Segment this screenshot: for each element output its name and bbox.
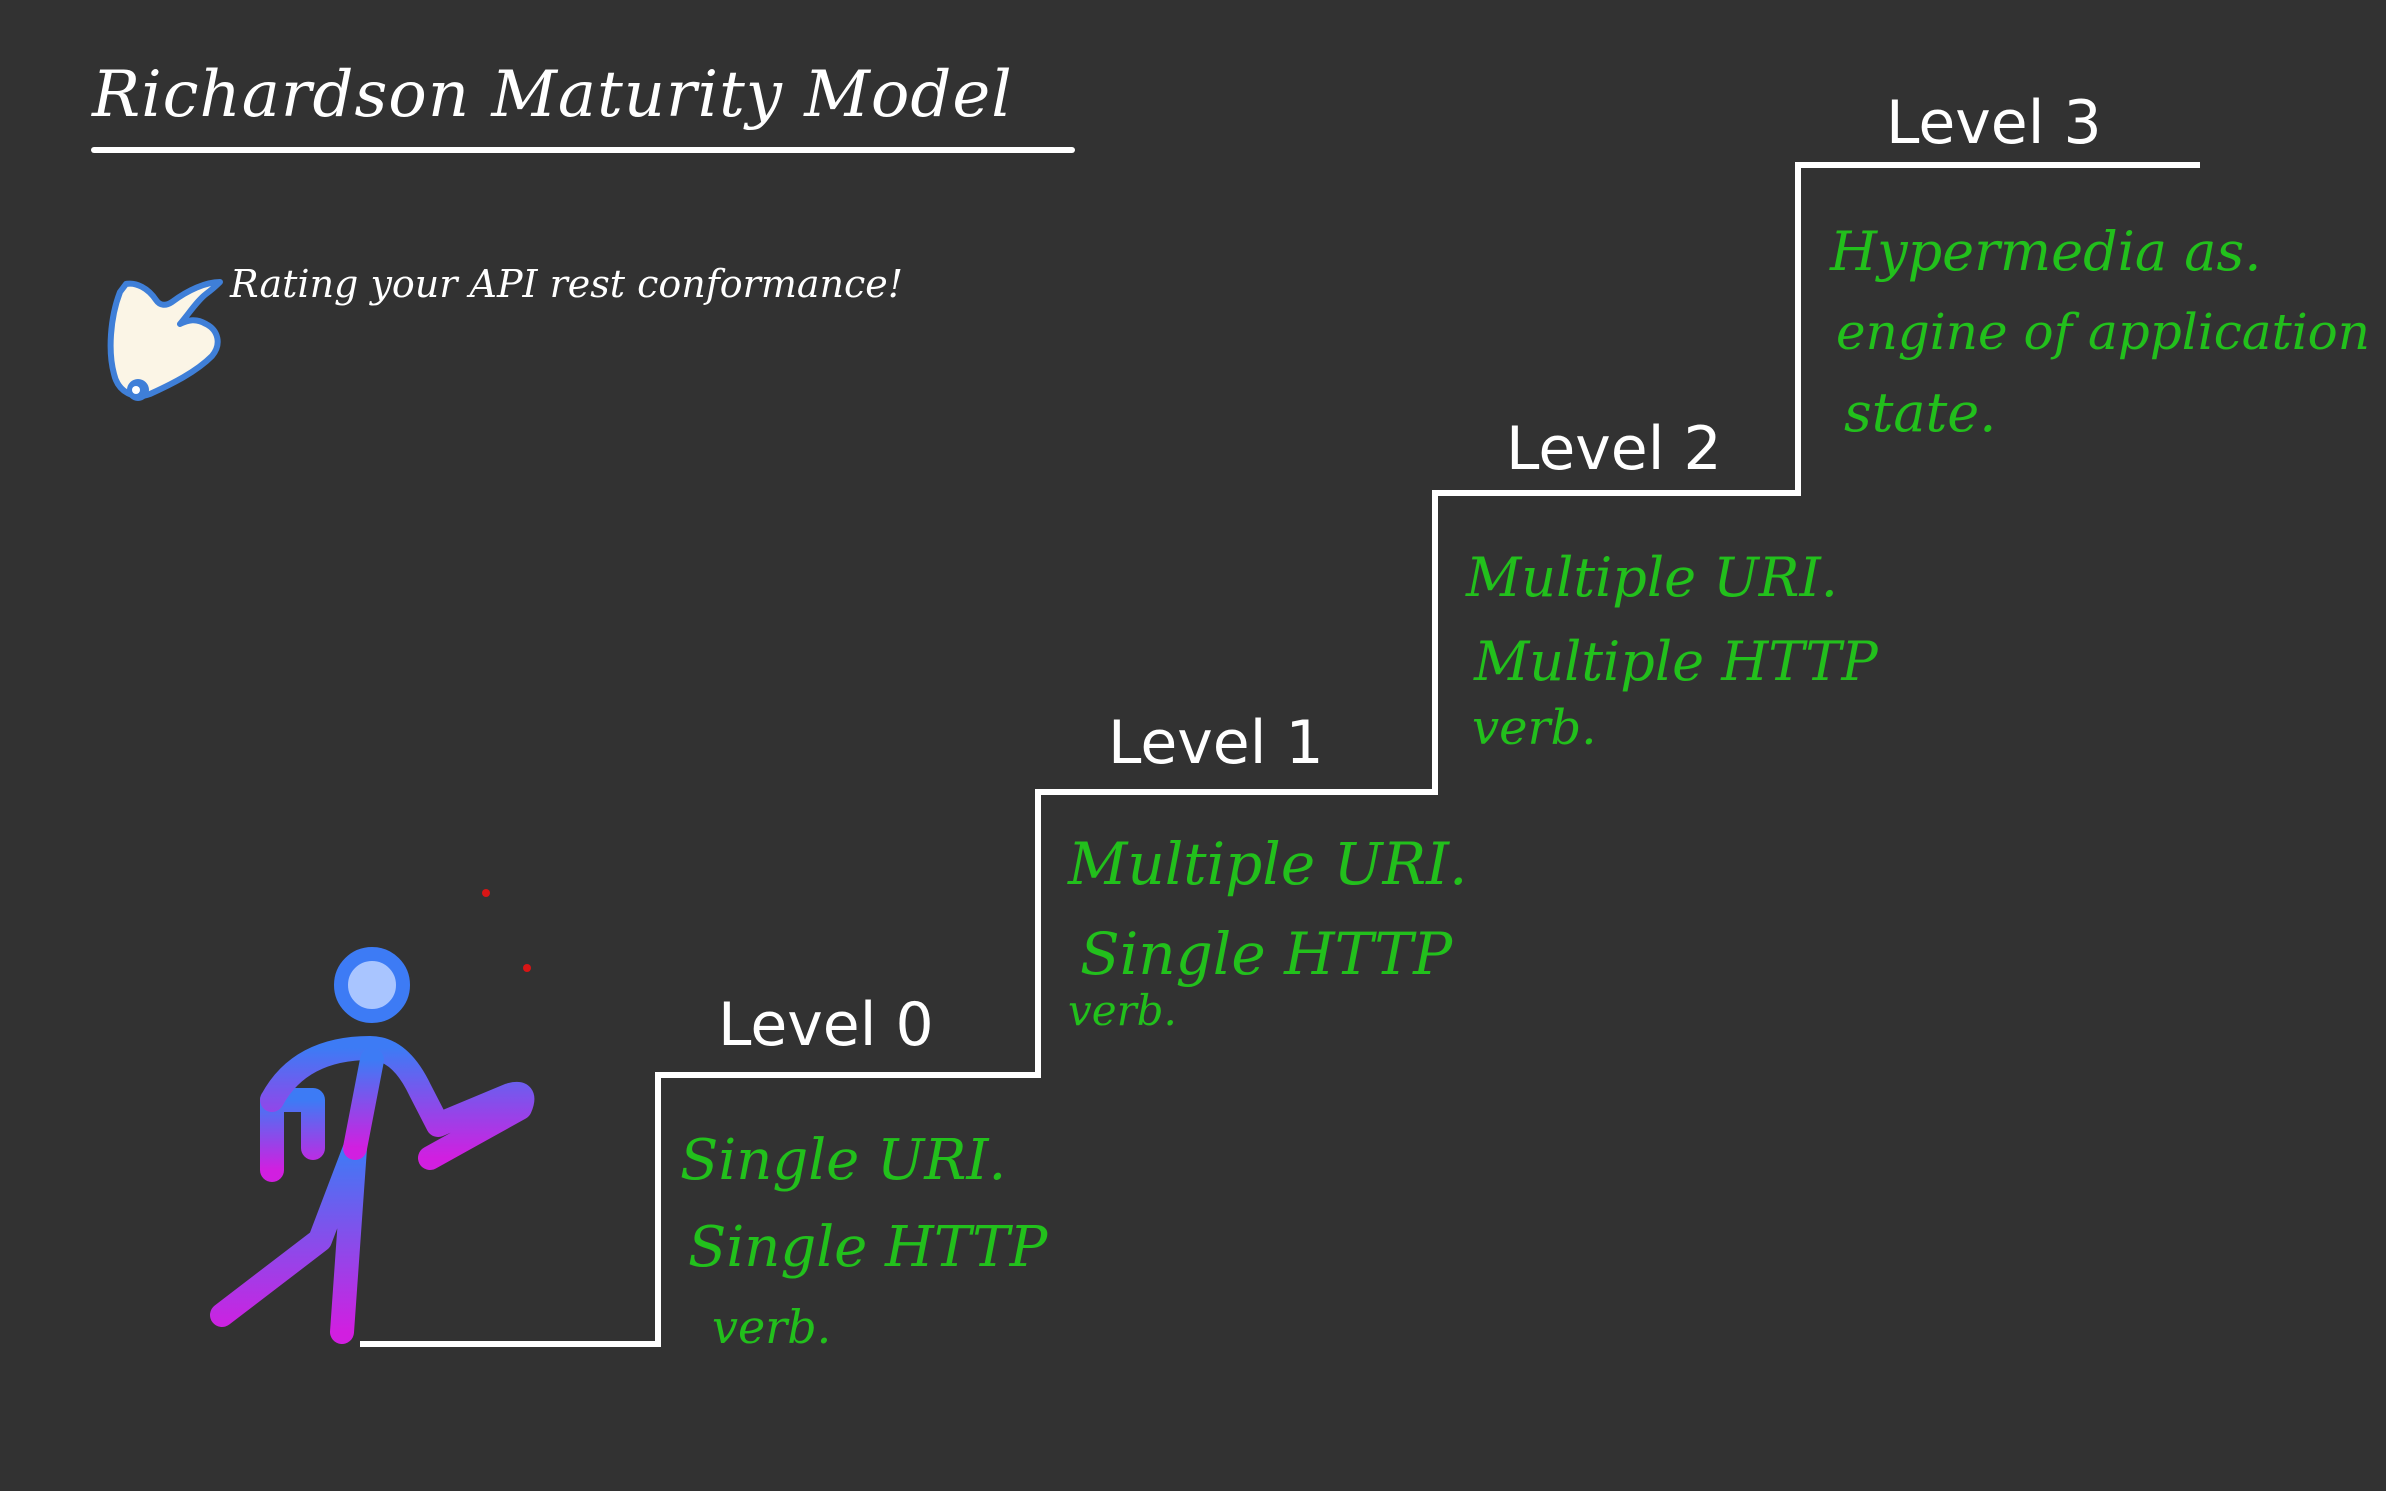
level-2-line: Multiple URI. [1466, 546, 1838, 609]
level-0-line: verb. [712, 1299, 832, 1354]
level-2-line: Multiple HTTP [1474, 629, 1878, 693]
level-2-description: Multiple URI. Multiple HTTP verb. [1466, 536, 1878, 766]
level-0-line: Single HTTP [688, 1214, 1048, 1280]
subtitle: Rating your API rest conformance! [230, 262, 904, 306]
level-3-line: Hypermedia as. [1830, 220, 2262, 283]
level-0-line: Single URI. [680, 1128, 1007, 1193]
level-2-label: Level 2 [1506, 414, 1722, 484]
decorative-dot [523, 964, 531, 972]
staircase [360, 162, 2200, 1347]
level-3-line: engine of application [1836, 302, 2370, 361]
level-0-description: Single URI. Single HTTP verb. [680, 1118, 1047, 1363]
level-1-line: Multiple URI. [1068, 830, 1468, 898]
level-3-line: state. [1844, 381, 1997, 445]
level-3-label: Level 3 [1886, 88, 2102, 158]
pointing-hand-icon [107, 279, 223, 401]
level-2-line: verb. [1472, 700, 1597, 757]
level-0-label: Level 0 [718, 990, 934, 1060]
level-1-line: Single HTTP [1080, 919, 1453, 988]
level-1-line: verb. [1068, 985, 1177, 1035]
decorative-dot [482, 889, 490, 897]
page-title: Richardson Maturity Model [92, 58, 1013, 132]
level-1-label: Level 1 [1108, 708, 1324, 778]
level-3-description: Hypermedia as. engine of application sta… [1830, 210, 2370, 455]
walking-person-icon [210, 947, 535, 1344]
level-1-description: Multiple URI. Single HTTP verb. [1068, 820, 1468, 1043]
